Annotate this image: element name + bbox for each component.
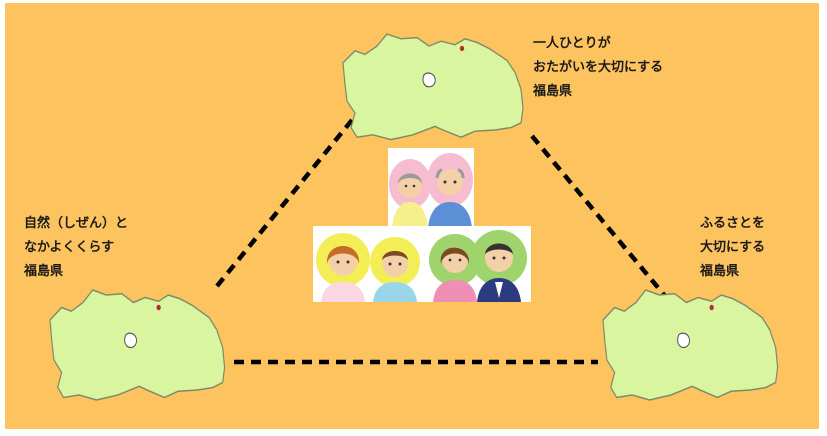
photo-elderly-couple [388, 148, 474, 228]
lake-icon [422, 72, 436, 88]
label-right-line-2: 大切にする [700, 240, 766, 255]
fukushima-map-left [49, 289, 226, 401]
photo-parents [425, 226, 531, 302]
label-left: 自然（しぜん）と なかよくくらす 福島県 [24, 212, 128, 284]
label-top: 一人ひとりが おたがいを大切にする 福島県 [533, 32, 663, 104]
label-left-line-1: 自然（しぜん）と [24, 216, 129, 231]
lake-icon [677, 332, 691, 349]
label-top-line-3: 福島県 [533, 84, 573, 99]
photo-children [313, 226, 425, 302]
label-right: ふるさとを 大切にする 福島県 [700, 212, 765, 284]
label-left-line-3: 福島県 [24, 264, 64, 279]
connector-top-left [211, 118, 354, 293]
capital-dot-icon [459, 45, 465, 52]
label-left-line-2: なかよくくらす [24, 240, 115, 255]
lake-icon [124, 332, 138, 349]
fukushima-map-top [342, 33, 524, 141]
connector-lines [211, 118, 667, 365]
fukushima-map-right [602, 289, 779, 401]
connector-top-right [530, 134, 667, 298]
label-top-line-1: 一人ひとりが [533, 36, 611, 51]
capital-dot-icon [709, 304, 714, 311]
label-top-line-2: おたがいを大切にする [533, 60, 664, 75]
label-right-line-1: ふるさとを [700, 216, 766, 231]
label-right-line-3: 福島県 [700, 264, 740, 279]
capital-dot-icon [156, 304, 161, 311]
